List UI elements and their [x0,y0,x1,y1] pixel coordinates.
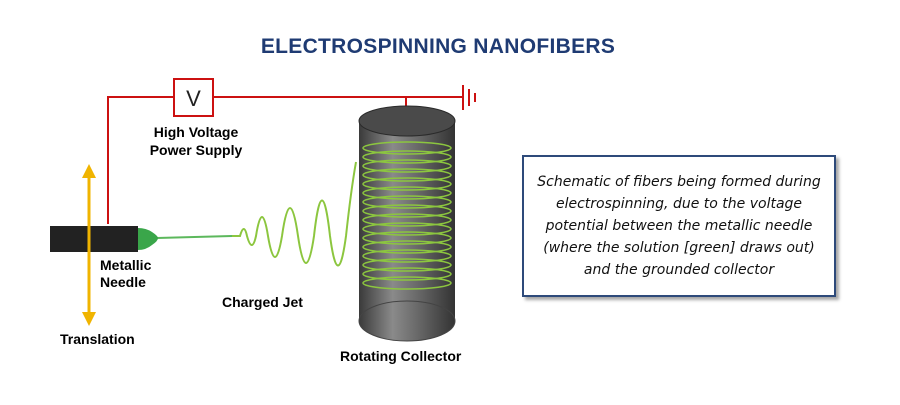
diagram-title: ELECTROSPINNING NANOFIBERS [260,35,616,58]
fiber-loop [362,186,452,200]
fiber-loop [362,141,452,155]
fiber-loop [362,150,452,164]
voltmeter-symbol: V [186,86,201,111]
charged-jet [232,161,357,267]
fiber-loop [362,267,452,281]
fiber-loop [362,195,452,209]
fiber-loop [362,168,452,182]
fiber-loop [362,276,452,290]
caption-box: Schematic of fibers being formed during … [522,155,836,297]
caption-text: Schematic of fibers being formed during … [537,174,821,278]
fiber-loop [362,258,452,272]
fiber-loop [362,231,452,245]
translation-arrow [82,164,96,326]
fiber-loop [362,177,452,191]
ground-icon [462,85,476,110]
translation-label: Translation [60,331,135,347]
fiber-loop [362,204,452,218]
fiber-loop [362,222,452,236]
power-supply-label: High Voltage Power Supply [149,124,243,158]
fiber-loop [362,249,452,263]
metallic-needle [50,226,158,252]
fiber-loop [362,240,452,254]
collector-label: Rotating Collector [340,348,462,364]
fiber-loop [362,159,452,173]
fiber-coil [362,141,452,290]
voltmeter: V [173,78,214,117]
charged-jet-label: Charged Jet [222,294,303,310]
needle-label: Metallic Needle [100,257,152,290]
solution-stream [156,235,233,239]
fiber-loop [362,213,452,227]
